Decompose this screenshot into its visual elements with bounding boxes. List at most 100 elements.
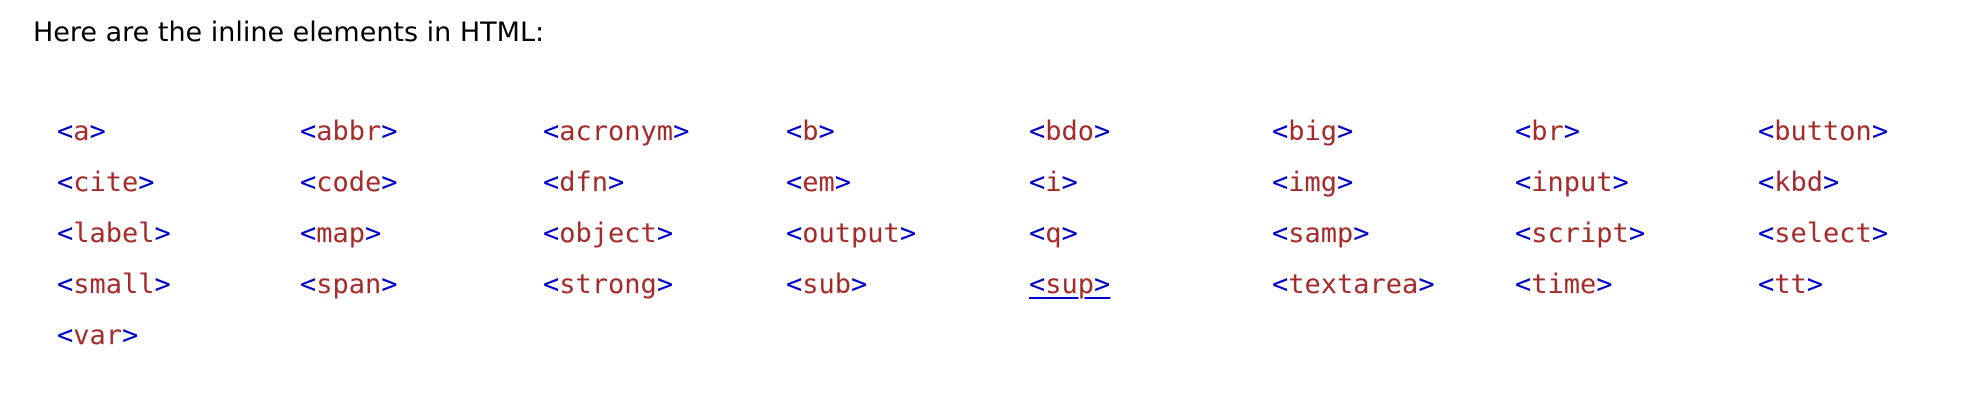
close-bracket: > xyxy=(608,167,625,198)
element-tag-sub: <sub> xyxy=(786,265,1029,316)
open-bracket: < xyxy=(300,269,317,300)
tag-name: bdo xyxy=(1045,116,1095,147)
close-bracket: > xyxy=(154,269,171,300)
tag-name: big xyxy=(1288,116,1338,147)
element-tag-small: <small> xyxy=(57,265,300,316)
open-bracket: < xyxy=(1029,218,1046,249)
tag-name: i xyxy=(1045,167,1062,198)
open-bracket: < xyxy=(1758,218,1775,249)
element-tag-abbr: <abbr> xyxy=(300,112,543,163)
tag-name: br xyxy=(1531,116,1564,147)
tag-name: sub xyxy=(802,269,852,300)
tag-name: cite xyxy=(73,167,139,198)
element-tag-map: <map> xyxy=(300,214,543,265)
element-tag-a: <a> xyxy=(57,112,300,163)
tag-name: time xyxy=(1531,269,1597,300)
open-bracket: < xyxy=(1272,218,1289,249)
tag-name: dfn xyxy=(559,167,609,198)
close-bracket: > xyxy=(656,269,674,300)
inline-elements-list: <a><abbr><acronym><b><bdo><big><br><butt… xyxy=(57,112,1966,367)
tag-name: var xyxy=(73,320,123,351)
tag-name: samp xyxy=(1288,218,1354,249)
tag-name: kbd xyxy=(1774,167,1824,198)
close-bracket: > xyxy=(1353,218,1370,249)
close-bracket: > xyxy=(818,116,835,147)
open-bracket: < xyxy=(300,218,317,249)
close-bracket: > xyxy=(673,116,690,147)
element-tag-script: <script> xyxy=(1515,214,1758,265)
close-bracket: > xyxy=(1823,167,1840,198)
element-tag-link-sup[interactable]: <sup> xyxy=(1029,265,1272,316)
close-bracket: > xyxy=(365,218,382,249)
element-tag-dfn: <dfn> xyxy=(543,163,786,214)
open-bracket: < xyxy=(1515,167,1532,198)
close-bracket: > xyxy=(1806,269,1824,300)
open-bracket: < xyxy=(1515,269,1532,300)
element-tag-code: <code> xyxy=(300,163,543,214)
element-tag-object: <object> xyxy=(543,214,786,265)
tag-name: img xyxy=(1288,167,1338,198)
open-bracket: < xyxy=(543,116,560,147)
element-tag-label: <label> xyxy=(57,214,300,265)
close-bracket: > xyxy=(1061,218,1078,249)
close-bracket: > xyxy=(89,116,106,147)
tag-name: object xyxy=(559,218,657,249)
element-tag-time: <time> xyxy=(1515,265,1758,316)
open-bracket: < xyxy=(543,167,560,198)
element-tag-cite: <cite> xyxy=(57,163,300,214)
open-bracket: < xyxy=(786,218,803,249)
element-tag-button: <button> xyxy=(1758,112,1966,163)
close-bracket: > xyxy=(138,167,155,198)
tag-name: code xyxy=(316,167,382,198)
close-bracket: > xyxy=(1418,269,1435,300)
open-bracket: < xyxy=(543,218,560,249)
element-tag-tt: <tt> xyxy=(1758,265,1966,316)
close-bracket: > xyxy=(381,116,398,147)
open-bracket: < xyxy=(786,116,803,147)
element-tag-textarea: <textarea> xyxy=(1272,265,1515,316)
element-tag-acronym: <acronym> xyxy=(543,112,786,163)
tag-name: input xyxy=(1531,167,1613,198)
open-bracket: < xyxy=(1029,116,1046,147)
element-tag-img: <img> xyxy=(1272,163,1515,214)
open-bracket: < xyxy=(57,167,74,198)
close-bracket: > xyxy=(1612,167,1629,198)
tag-name: a xyxy=(73,116,90,147)
close-bracket: > xyxy=(122,320,139,351)
tag-name: output xyxy=(802,218,900,249)
element-tag-kbd: <kbd> xyxy=(1758,163,1966,214)
close-bracket: > xyxy=(1596,269,1613,300)
close-bracket: > xyxy=(1094,116,1111,147)
open-bracket: < xyxy=(300,116,317,147)
open-bracket: < xyxy=(543,269,560,300)
close-bracket: > xyxy=(1563,116,1581,147)
open-bracket: < xyxy=(57,218,74,249)
open-bracket: < xyxy=(786,167,803,198)
element-tag-q: <q> xyxy=(1029,214,1272,265)
close-bracket: > xyxy=(1871,218,1889,249)
close-bracket: > xyxy=(381,167,398,198)
close-bracket: > xyxy=(1628,218,1646,249)
tag-name: abbr xyxy=(316,116,382,147)
close-bracket: > xyxy=(834,167,852,198)
close-bracket: > xyxy=(1871,116,1889,147)
open-bracket: < xyxy=(1272,116,1289,147)
open-bracket: < xyxy=(300,167,317,198)
tag-name: q xyxy=(1045,218,1062,249)
close-bracket: > xyxy=(154,218,171,249)
tag-name: label xyxy=(73,218,155,249)
tag-name: script xyxy=(1531,218,1629,249)
element-tag-output: <output> xyxy=(786,214,1029,265)
open-bracket: < xyxy=(57,269,74,300)
tag-name: b xyxy=(802,116,819,147)
tag-name: small xyxy=(73,269,155,300)
open-bracket: < xyxy=(1272,167,1289,198)
open-bracket: < xyxy=(1515,116,1532,147)
tag-name: select xyxy=(1774,218,1872,249)
open-bracket: < xyxy=(57,320,74,351)
tag-name: tt xyxy=(1774,269,1807,300)
close-bracket: > xyxy=(851,269,868,300)
close-bracket: > xyxy=(899,218,917,249)
tag-name: sup xyxy=(1045,269,1095,300)
tag-name: button xyxy=(1774,116,1872,147)
